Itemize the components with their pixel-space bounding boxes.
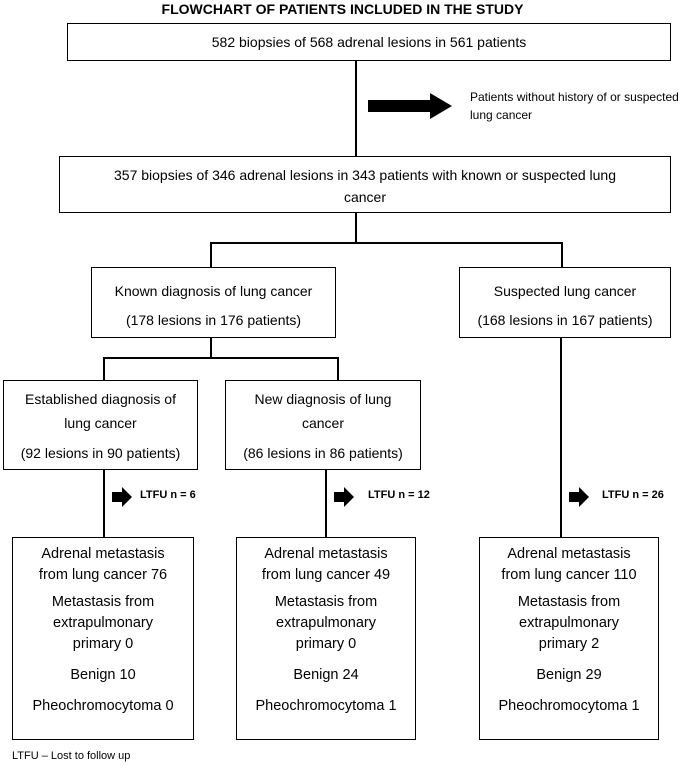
outcome-new-box: Adrenal metastasis from lung cancer 49 M…	[236, 537, 416, 740]
established-diagnosis-line2: lung cancer	[64, 415, 137, 431]
outcome-extra-line2: extrapulmonary	[519, 615, 619, 631]
outcome-pheo: Pheochromocytoma 0	[32, 698, 174, 714]
outcome-extra-line3: primary 0	[72, 636, 134, 652]
ltfu-count: n = 26	[632, 489, 664, 501]
new-diagnosis-count: (86 lesions in 86 patients)	[243, 445, 403, 461]
connector-new-outcome	[325, 470, 327, 538]
outcome-extra-line2: extrapulmonary	[276, 615, 376, 631]
outcome-metastasis-line2: from lung cancer 76	[38, 567, 168, 583]
connector-second-down	[355, 213, 357, 243]
outcome-extra-line1: Metastasis from	[51, 594, 155, 610]
branch-to-known	[210, 242, 212, 268]
ltfu-label: LTFU	[368, 489, 396, 501]
outcome-benign: Benign 29	[536, 667, 602, 683]
new-diagnosis-box: New diagnosis of lung cancer (86 lesions…	[225, 380, 421, 470]
outcome-metastasis-line2: from lung cancer 110	[501, 567, 637, 583]
suspected-cancer-count: (168 lesions in 167 patients)	[477, 312, 653, 328]
outcome-extra-line2: extrapulmonary	[53, 615, 153, 631]
ltfu-count: n = 6	[170, 489, 196, 501]
outcome-metastasis-line1: Adrenal metastasis	[264, 546, 388, 562]
total-biopsies-box: 582 biopsies of 568 adrenal lesions in 5…	[67, 23, 671, 61]
lung-cancer-biopsies-box: 357 biopsies of 346 adrenal lesions in 3…	[59, 156, 671, 213]
outcome-benign: Benign 10	[70, 667, 136, 683]
ltfu-established: LTFU n = 6	[140, 487, 196, 504]
outcome-pheo: Pheochromocytoma 1	[255, 698, 397, 714]
outcome-extra-line3: primary 2	[538, 636, 600, 652]
outcome-metastasis-line2: from lung cancer 49	[261, 567, 391, 583]
ltfu-arrow-icon	[112, 487, 132, 507]
established-diagnosis-line1: Established diagnosis of	[25, 391, 176, 407]
outcome-extra-line1: Metastasis from	[517, 594, 621, 610]
ltfu-arrow-icon	[334, 487, 354, 507]
lung-cancer-biopsies-line2: cancer	[343, 189, 387, 205]
known-diagnosis-label: Known diagnosis of lung cancer	[114, 283, 313, 299]
excluded-note-line2: or suspected lung cancer	[470, 90, 679, 122]
outcome-benign: Benign 24	[293, 667, 359, 683]
ltfu-count: n = 12	[398, 489, 430, 501]
branch-horizontal	[210, 242, 562, 244]
new-diagnosis-line2: cancer	[301, 415, 345, 431]
outcome-pheo: Pheochromocytoma 1	[498, 698, 640, 714]
new-diagnosis-line1: New diagnosis of lung	[254, 391, 392, 407]
exclusion-arrow-icon	[368, 93, 452, 119]
outcome-metastasis-line1: Adrenal metastasis	[507, 546, 631, 562]
known-diagnosis-count: (178 lesions in 176 patients)	[125, 312, 302, 328]
outcome-established-box: Adrenal metastasis from lung cancer 76 M…	[12, 537, 194, 740]
diagram-title: FLOWCHART OF PATIENTS INCLUDED IN THE ST…	[161, 1, 524, 17]
excluded-patients-note: Patients without history of or suspected…	[470, 88, 685, 124]
suspected-cancer-box: Suspected lung cancer (168 lesions in 16…	[459, 267, 671, 338]
established-diagnosis-count: (92 lesions in 90 patients)	[20, 445, 181, 461]
connector-established-outcome	[103, 470, 105, 538]
total-biopsies-text: 582 biopsies of 568 adrenal lesions in 5…	[211, 34, 527, 50]
ltfu-suspected: LTFU n = 26	[602, 487, 664, 504]
outcome-extra-line1: Metastasis from	[274, 594, 378, 610]
outcome-extra-line3: primary 0	[295, 636, 357, 652]
known-diagnosis-box: Known diagnosis of lung cancer (178 lesi…	[91, 267, 336, 338]
connector-known-down	[210, 338, 212, 358]
ltfu-arrow-icon	[569, 487, 589, 507]
outcome-suspected-box: Adrenal metastasis from lung cancer 110 …	[479, 537, 659, 740]
outcome-metastasis-line1: Adrenal metastasis	[41, 546, 165, 562]
connector-suspected-outcome	[560, 338, 562, 538]
ltfu-new: LTFU n = 12	[368, 487, 430, 504]
connector-top-to-second	[355, 61, 357, 156]
split-to-established	[103, 357, 105, 381]
ltfu-footnote: LTFU – Lost to follow up	[12, 750, 131, 762]
ltfu-label: LTFU	[140, 489, 168, 501]
established-diagnosis-box: Established diagnosis of lung cancer (92…	[3, 380, 198, 470]
ltfu-label: LTFU	[602, 489, 630, 501]
known-split-horizontal	[103, 357, 338, 359]
lung-cancer-biopsies-line1: 357 biopsies of 346 adrenal lesions in 3…	[114, 167, 616, 183]
split-to-new	[337, 357, 339, 381]
suspected-cancer-label: Suspected lung cancer	[493, 283, 637, 299]
branch-to-suspected	[561, 242, 563, 268]
excluded-note-line1: Patients without history of	[470, 90, 607, 104]
